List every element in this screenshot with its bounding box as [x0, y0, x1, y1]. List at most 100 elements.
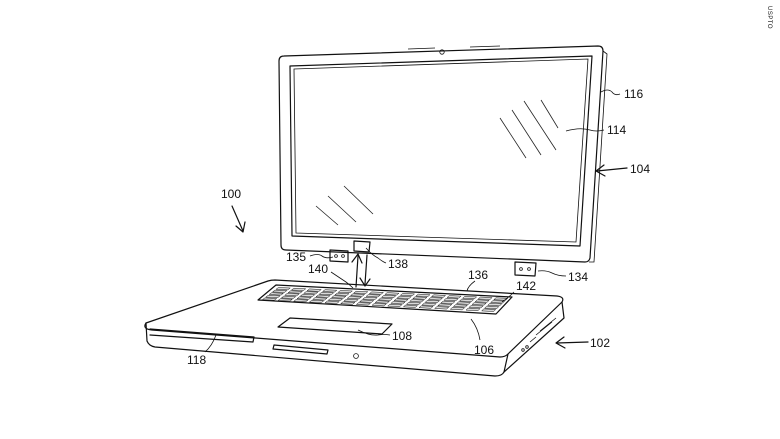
label-104: 104	[630, 162, 650, 176]
keyboard-key	[275, 287, 291, 291]
label-100: 100	[221, 187, 241, 201]
keyboard-key	[268, 292, 285, 296]
label-134: 134	[568, 270, 588, 284]
connector-138	[353, 240, 371, 253]
trackpad	[277, 317, 393, 335]
keyboard-key	[427, 297, 444, 301]
keyboard-key	[449, 307, 466, 311]
keyboard-keys	[261, 287, 509, 312]
keyboard-key	[455, 301, 472, 305]
label-106: 106	[474, 343, 494, 357]
keyboard-key	[437, 303, 453, 307]
keyboard-key	[387, 303, 403, 307]
keyboard-key	[384, 292, 400, 296]
keyboard-key	[284, 293, 300, 297]
keyboard-key	[296, 296, 312, 300]
connector-134	[514, 261, 537, 277]
keyboard-key	[287, 290, 304, 294]
keyboard-key	[418, 305, 434, 309]
base-assembly	[144, 279, 565, 377]
label-102: 102	[590, 336, 610, 350]
keyboard-key	[299, 293, 316, 297]
keyboard-key	[468, 305, 484, 309]
attachment-arrows	[351, 253, 371, 288]
keyboard-key	[474, 299, 490, 303]
keyboard-key	[368, 291, 385, 295]
keyboard-key	[365, 294, 381, 298]
label-116: 116	[624, 87, 643, 101]
keyboard-key	[346, 296, 363, 300]
keyboard-key	[321, 289, 338, 293]
keyboard-key	[415, 293, 431, 297]
keyboard-key	[465, 307, 481, 311]
label-108: 108	[392, 329, 412, 343]
keyboard-key	[421, 302, 437, 306]
keyboard-key	[355, 302, 372, 306]
keyboard-key	[452, 304, 469, 308]
keyboard-key	[340, 301, 356, 305]
keyboard-key	[440, 300, 456, 304]
keyboard-key	[371, 303, 387, 307]
uspto-watermark: USPTO	[766, 6, 772, 29]
keyboard-key	[308, 300, 325, 303]
keyboard-key	[490, 300, 506, 304]
keyboard-key	[261, 297, 278, 301]
keyboard-key	[337, 290, 353, 294]
leader-lines	[204, 89, 628, 353]
keyboard-well	[257, 284, 513, 315]
label-138: 138	[388, 257, 408, 271]
keyboard-key	[434, 306, 450, 310]
keyboard-key	[277, 298, 293, 302]
keyboard-key	[399, 293, 416, 297]
keyboard-key	[302, 291, 319, 295]
label-114: 114	[607, 123, 626, 137]
label-118: 118	[187, 353, 206, 367]
label-136: 136	[468, 268, 488, 282]
keyboard-key	[353, 290, 369, 294]
keyboard-key	[324, 300, 340, 304]
keyboard-key	[481, 308, 497, 312]
label-142: 142	[516, 279, 536, 293]
keyboard-key	[487, 303, 503, 307]
keyboard-key	[271, 289, 288, 293]
keyboard-key	[446, 295, 462, 299]
camera-icon	[439, 49, 445, 55]
keyboard-key	[306, 288, 322, 292]
keyboard-key	[265, 295, 281, 298]
display-assembly	[278, 45, 608, 277]
keyboard-key	[412, 296, 428, 300]
keyboard-key	[405, 302, 422, 306]
keyboard-key	[484, 305, 500, 309]
keyboard-key	[424, 300, 440, 304]
label-140: 140	[308, 262, 328, 276]
screen-glare	[315, 99, 559, 226]
label-135: 135	[286, 250, 306, 264]
keyboard-key	[443, 298, 459, 302]
keyboard-key	[280, 295, 297, 299]
keyboard-key	[362, 297, 378, 300]
keyboard-key	[458, 298, 475, 302]
keyboard-key	[477, 296, 493, 300]
keyboard-key	[330, 295, 347, 299]
keyboard-key	[430, 294, 447, 298]
keyboard-key	[390, 301, 406, 305]
keyboard-key	[409, 299, 425, 303]
keyboard-key	[290, 287, 307, 291]
keyboard-key	[318, 292, 335, 296]
keyboard-key	[377, 297, 394, 301]
keyboard-key	[493, 297, 509, 301]
keyboard-key	[315, 294, 331, 298]
keyboard-key	[381, 295, 397, 299]
reference-labels: 116 114 104 100 135 138 140 136 142 134 …	[187, 87, 650, 367]
keyboard-key	[358, 299, 375, 303]
keyboard-key	[343, 298, 359, 302]
keyboard-key	[374, 300, 391, 304]
keyboard-key	[393, 298, 409, 302]
keyboard-key	[349, 293, 366, 297]
keyboard-key	[292, 299, 309, 303]
keyboard-key	[327, 298, 344, 302]
keyboard-key	[334, 292, 350, 296]
keyboard-key	[461, 296, 478, 300]
keyboard-key	[396, 295, 412, 299]
